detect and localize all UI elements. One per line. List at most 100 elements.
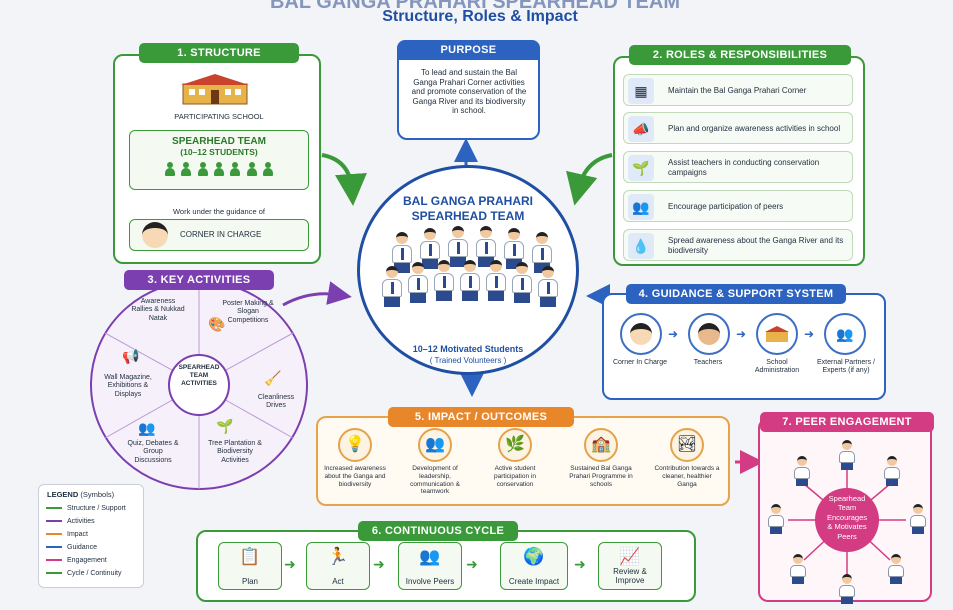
guidance-label: Teachers — [693, 359, 723, 366]
leadership-icon: 👥 — [418, 428, 452, 462]
page-title: BAL GANGA PRAHARI SPEARHEAD TEAM — [269, 0, 681, 13]
cycle-step-label: Create Impact — [508, 577, 560, 586]
hub-line: SPEARHEAD — [178, 364, 220, 371]
clipboard-icon: 📋 — [239, 547, 261, 566]
activities-wheel-shape — [90, 280, 308, 490]
peer-student-icon — [908, 504, 928, 534]
legend-item: Cycle / Continuity — [46, 570, 121, 577]
megaphone-icon: 📣 — [628, 116, 654, 142]
cycle-step-label: Review & Improve — [613, 567, 647, 586]
peer-student-icon — [886, 554, 906, 584]
palette-icon: 🎨 — [208, 316, 226, 332]
cycle-step: 🏃Act — [306, 542, 370, 590]
peer-student-icon — [882, 456, 902, 486]
role-text: Encourage participation of peers — [668, 202, 784, 211]
role-item: ▦ Maintain the Bal Ganga Prahari Corner — [623, 74, 853, 106]
guidance-label: Corner In Charge — [612, 359, 668, 366]
peer-student-icon — [792, 456, 812, 486]
chart-icon: 📈 — [619, 547, 641, 566]
activity-item: Quiz, Debates & Group Discussions — [127, 440, 179, 464]
structure-title: 1. STRUCTURE — [139, 43, 299, 63]
hub-line: TEAM — [189, 372, 209, 380]
activity-item: Tree Plantation & Biodiversity Activitie… — [208, 440, 262, 464]
cycle-step: 📋Plan — [218, 542, 282, 590]
purpose-title: PURPOSE — [397, 40, 540, 60]
legend-item: Structure / Support — [46, 505, 126, 512]
team-people-icon — [130, 162, 308, 181]
peer-spokes — [788, 470, 906, 578]
legend-item: Engagement — [46, 557, 107, 564]
group-icon: 👥 — [628, 194, 654, 220]
outcome-item: 🏞Contribution towards a cleaner, healthi… — [652, 428, 722, 488]
outcome-item: 💡 Increased awareness about the Ganga and… — [320, 428, 390, 488]
activity-item: Wall Magazine, Exhibitions & Displays — [104, 374, 152, 398]
activities-hub: SPEARHEAD TEAM ACTIVITIES — [169, 364, 229, 388]
peer-hub: Spearhead Team Encourages & Motivates Pe… — [815, 494, 879, 541]
easel-icon: ▦ — [628, 78, 654, 104]
cycle-step-label: Act — [332, 577, 344, 586]
cycle-title: 6. CONTINUOUS CYCLE — [358, 521, 518, 541]
purpose-panel: PURPOSE To lead and sustain the Bal Gang… — [397, 40, 540, 140]
school-icon — [179, 72, 251, 106]
quiz-icon: 👥 — [138, 420, 156, 436]
head-idea-icon: 💡 — [338, 428, 372, 462]
corner-label: CORNER IN CHARGE — [180, 230, 262, 239]
outcome-text: Increased awareness about the Ganga and … — [324, 465, 386, 488]
center-title-1: BAL GANGA PRAHARI — [402, 194, 533, 208]
purpose-text: To lead and sustain the Bal Ganga Prahar… — [411, 68, 527, 116]
corner-in-charge-box: CORNER IN CHARGE — [129, 219, 309, 251]
hub-line: Encourages — [826, 512, 868, 522]
role-item: 🌱 Assist teachers in conducting conservat… — [623, 151, 853, 183]
arrow-right-icon: ➜ — [574, 556, 586, 572]
center-title-2: SPEARHEAD TEAM — [411, 209, 525, 223]
guidance-text: Work under the guidance of — [172, 207, 265, 216]
rally-icon: 📢 — [122, 348, 140, 364]
outcome-text: Sustained Bal Ganga Prahari Programme in… — [569, 465, 633, 488]
cycle-step: 🌍 Create Impact — [500, 542, 568, 590]
school-icon — [756, 313, 798, 355]
outcome-text: Development of leadership, communication… — [410, 465, 460, 496]
legend-item: Activities — [46, 518, 95, 525]
school-icon: 🏫 — [584, 428, 618, 462]
guidance-panel: 4. GUIDANCE & SUPPORT SYSTEM Corner In C… — [602, 284, 886, 400]
guidance-title: 4. GUIDANCE & SUPPORT SYSTEM — [626, 284, 846, 304]
outcome-item: 🌿Active student participation in conserv… — [480, 428, 550, 488]
peer-student-icon — [766, 504, 786, 534]
river-icon: 🏞 — [670, 428, 704, 462]
hub-line: Peers — [837, 531, 857, 541]
role-text: Assist teachers in conducting conservati… — [668, 158, 820, 177]
role-item: 💧Spread awareness about the Ganga River … — [623, 229, 853, 261]
arrow-right-icon: ➜ — [736, 327, 747, 341]
plant-hands-icon: 🌱 — [628, 155, 654, 181]
plant-icon: 🌿 — [498, 428, 532, 462]
legend-item: Guidance — [46, 544, 97, 551]
legend-title-sub: (Symbols) — [80, 490, 115, 499]
arrow-right-icon: ➜ — [466, 556, 478, 572]
center-caption: 10–12 Motivated Students — [412, 344, 524, 354]
arrow-right-icon: ➜ — [373, 556, 385, 572]
outcome-item: 🏫 Sustained Bal Ganga Prahari Programme i… — [566, 428, 636, 488]
spearhead-team-box: SPEARHEAD TEAM (10–12 STUDENTS) — [129, 130, 309, 190]
role-text: Spread awareness about the Ganga River a… — [668, 236, 844, 255]
page-subtitle: Structure, Roles & Impact — [382, 8, 578, 25]
legend-panel: LEGEND (Symbols) — [38, 484, 144, 588]
team-title: SPEARHEAD TEAM — [172, 136, 266, 147]
role-text: Maintain the Bal Ganga Prahari Corner — [668, 86, 807, 95]
teacher-male-icon — [688, 313, 730, 355]
peer-student-icon — [837, 440, 857, 470]
activity-item: Awareness Rallies & Nukkad Natak — [131, 298, 185, 322]
teacher-female-icon — [620, 313, 662, 355]
team-sub: (10–12 STUDENTS) — [180, 147, 258, 157]
roles-title: 2. ROLES & RESPONSIBILITIES — [629, 45, 851, 65]
roles-panel: 2. ROLES & RESPONSIBILITIES ▦ Maintain th… — [613, 45, 865, 266]
legend-title-text: LEGEND — [47, 490, 79, 499]
globe-icon: 🌍 — [523, 547, 545, 566]
arrow-right-icon: ➜ — [284, 556, 296, 572]
student-group — [382, 226, 562, 338]
partners-icon: 👥 — [824, 313, 866, 355]
activities-wheel: 3. KEY ACTIVITIES SPEARHEAD TEAM ACTIVIT… — [88, 270, 310, 492]
group-icon: 👥 — [419, 547, 441, 566]
center-caption-sub: ( Trained Volunteers ) — [429, 356, 507, 365]
arrow-right-icon: ➜ — [804, 327, 815, 341]
activity-item: Poster Making & Slogan Competitions — [222, 300, 274, 324]
